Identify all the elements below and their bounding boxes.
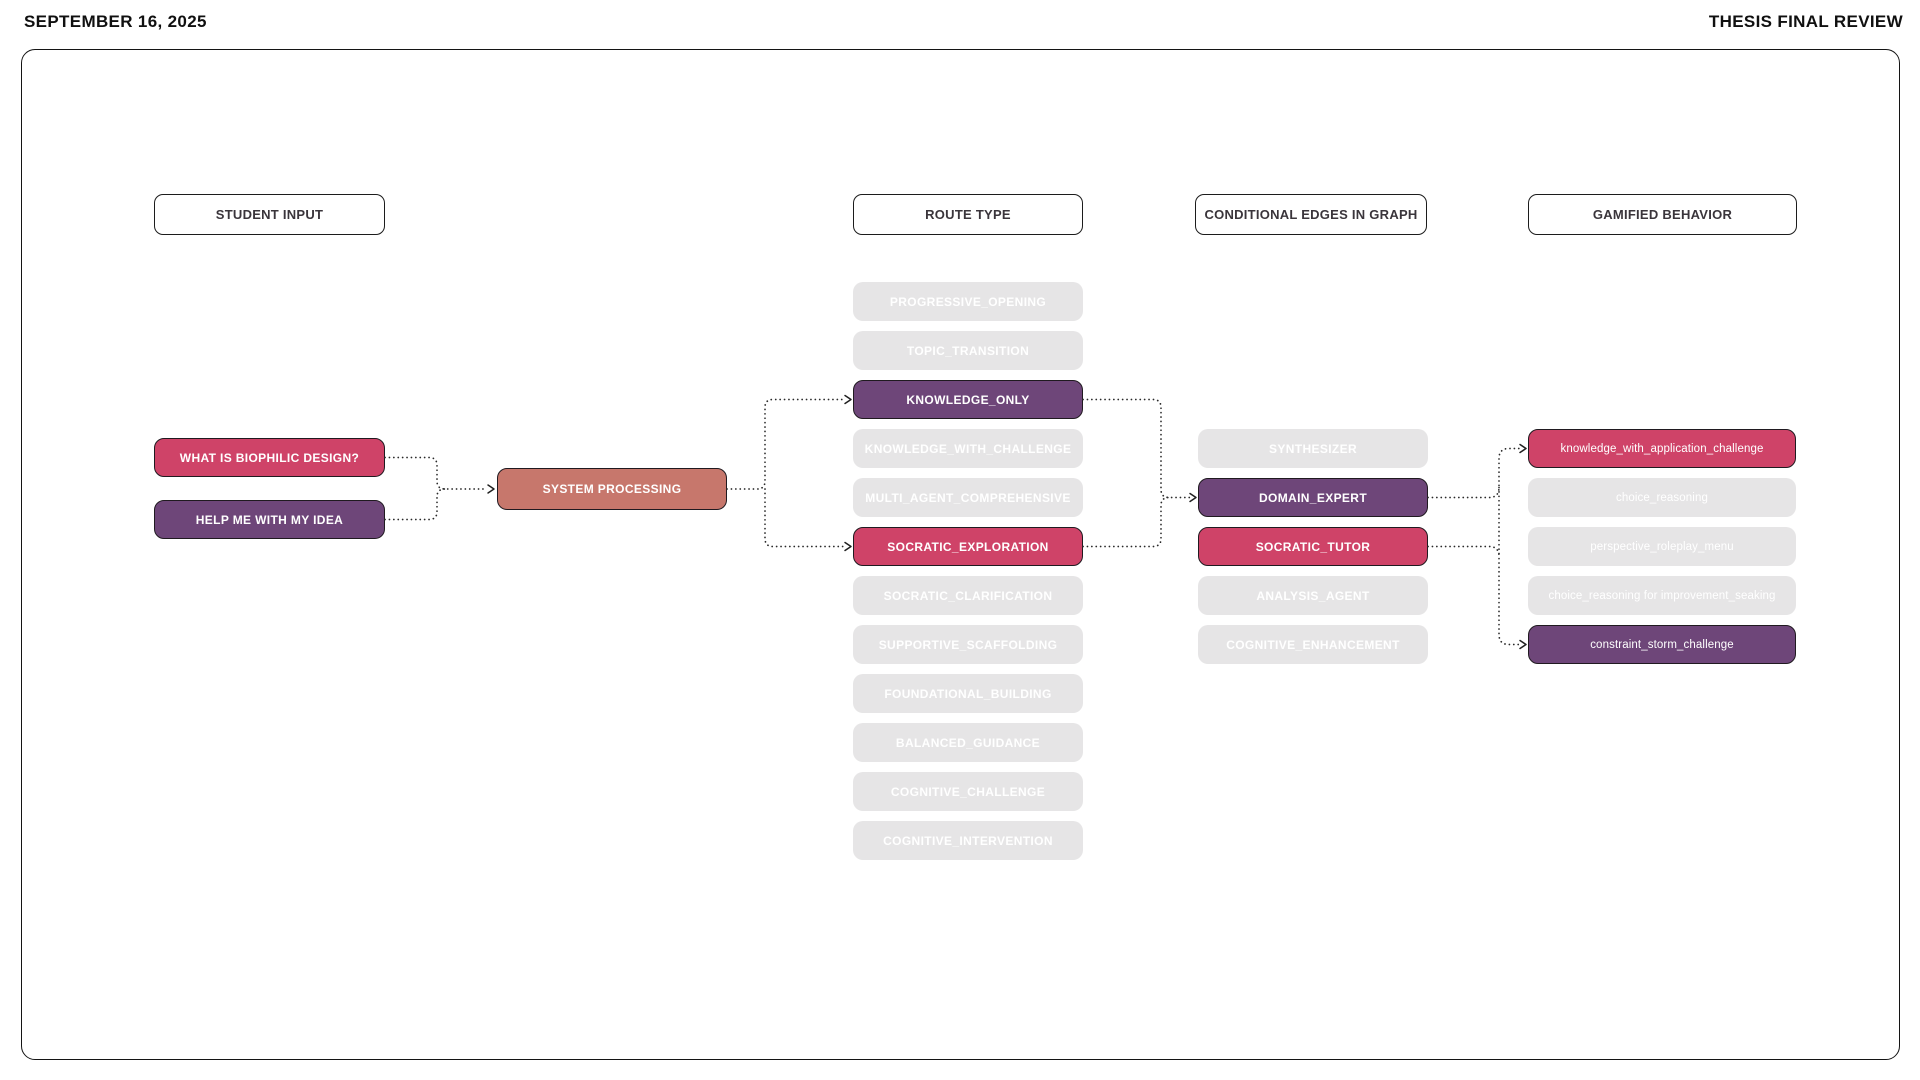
node-knowledge-only: KNOWLEDGE_ONLY [853,380,1083,419]
date-label: SEPTEMBER 16, 2025 [24,12,207,31]
node-topic-transition: TOPIC_TRANSITION [853,331,1083,370]
column-header-gamified-behavior: GAMIFIED BEHAVIOR [1528,194,1797,235]
node-knowledge-with-challenge: KNOWLEDGE_WITH_CHALLENGE [853,429,1083,468]
page-title: THESIS FINAL REVIEW [1708,12,1903,31]
node-constraint-storm-challenge: constraint_storm_challenge [1528,625,1796,664]
node-what-is-biophilic-design: WHAT IS BIOPHILIC DESIGN? [154,438,385,477]
node-help-me-with-my-idea: HELP ME WITH MY IDEA [154,500,385,539]
node-analysis-agent: ANALYSIS_AGENT [1198,576,1428,615]
node-socratic-clarification: SOCRATIC_CLARIFICATION [853,576,1083,615]
node-choice-reasoning: choice_reasoning [1528,478,1796,517]
node-choice-reasoning-for-improvement-seaking: choice_reasoning for improvement_seaking [1528,576,1796,615]
node-cognitive-challenge: COGNITIVE_CHALLENGE [853,772,1083,811]
node-cognitive-intervention: COGNITIVE_INTERVENTION [853,821,1083,860]
node-socratic-tutor: SOCRATIC_TUTOR [1198,527,1428,566]
column-header-route-type: ROUTE TYPE [853,194,1083,235]
node-synthesizer: SYNTHESIZER [1198,429,1428,468]
node-perspective-roleplay-menu: perspective_roleplay_menu [1528,527,1796,566]
node-system-processing: SYSTEM PROCESSING [497,468,727,510]
node-cognitive-enhancement: COGNITIVE_ENHANCEMENT [1198,625,1428,664]
node-multi-agent-comprehensive: MULTI_AGENT_COMPREHENSIVE [853,478,1083,517]
node-balanced-guidance: BALANCED_GUIDANCE [853,723,1083,762]
node-progressive-opening: PROGRESSIVE_OPENING [853,282,1083,321]
node-supportive-scaffolding: SUPPORTIVE_SCAFFOLDING [853,625,1083,664]
node-knowledge-with-application-challenge: knowledge_with_application_challenge [1528,429,1796,468]
column-header-student-input: STUDENT INPUT [154,194,385,235]
node-domain-expert: DOMAIN_EXPERT [1198,478,1428,517]
node-socratic-exploration: SOCRATIC_EXPLORATION [853,527,1083,566]
node-foundational-building: FOUNDATIONAL_BUILDING [853,674,1083,713]
column-header-conditional-edges: CONDITIONAL EDGES IN GRAPH [1195,194,1427,235]
